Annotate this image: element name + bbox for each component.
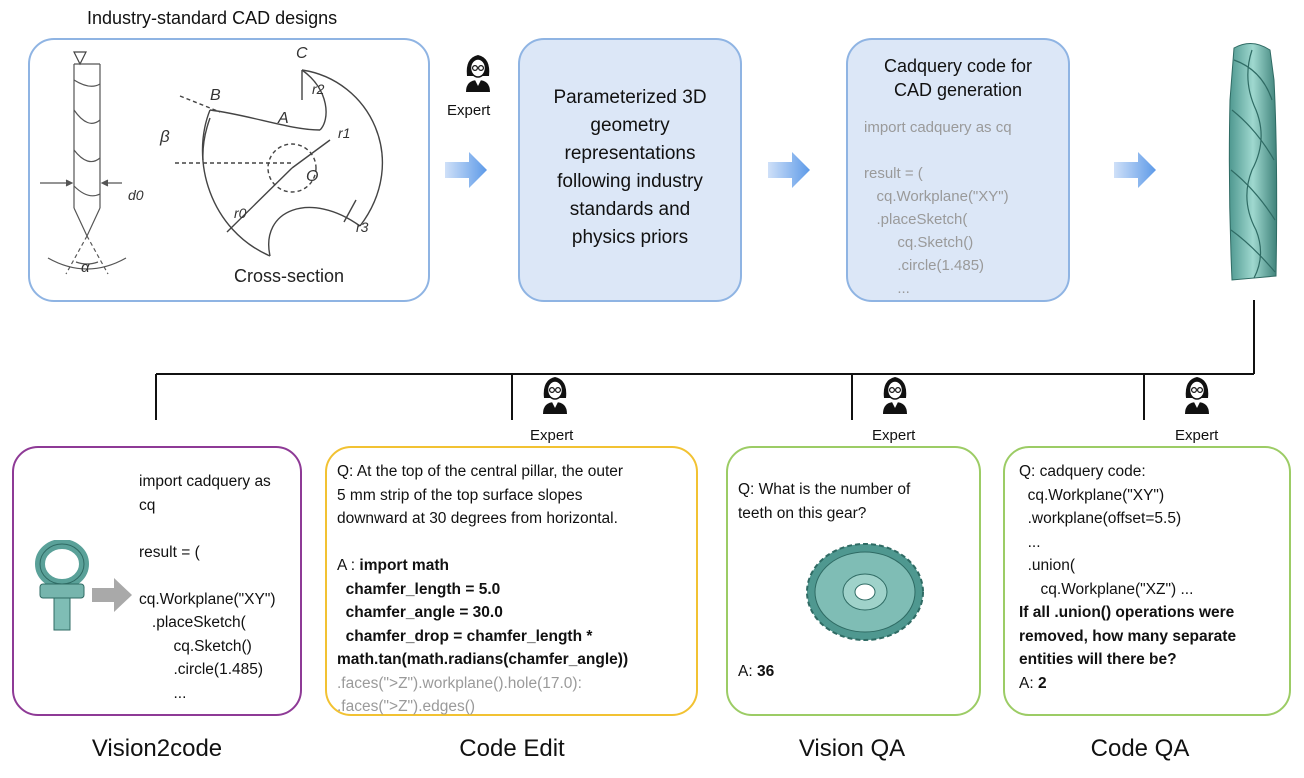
label-B: B	[210, 87, 221, 104]
code-line: .union(	[1019, 557, 1076, 574]
answer-line: chamfer_angle = 30.0	[337, 604, 503, 621]
cadquery-title: Cadquery code for	[883, 56, 1033, 76]
arrow-right-icon	[92, 578, 132, 612]
question-line: Q: What is the number of	[738, 481, 911, 498]
answer-value: 2	[1037, 674, 1047, 692]
code-line: import cadquery as cq	[864, 119, 1012, 136]
beta-label: β	[159, 127, 170, 146]
param-line: physics priors	[571, 227, 689, 248]
param-line: Parameterized 3D	[553, 87, 707, 108]
question-line: entities will there be?	[1019, 651, 1177, 668]
answer-prefix: A :	[337, 557, 360, 574]
expert-label-code-qa: Expert	[1175, 427, 1219, 444]
code-line: cq.Sketch()	[864, 234, 974, 251]
code-line: cq.Sketch()	[139, 637, 252, 655]
expert-icon	[883, 377, 907, 414]
code-line: .circle(1.485)	[139, 661, 264, 678]
question-line: teeth on this gear?	[738, 504, 867, 522]
code-line: import cadquery as	[139, 473, 271, 490]
drill-diagram: α d0 C B A O r2 r1 r0 r3 β Cross-section	[40, 45, 384, 286]
label-r1: r1	[338, 125, 350, 141]
code-line: ...	[139, 684, 187, 702]
label-r2: r2	[312, 81, 325, 97]
code-line: Q: cadquery code:	[1019, 463, 1146, 480]
answer-line: math.tan(math.radians(chamfer_angle))	[337, 651, 629, 668]
expert-figure-top	[456, 52, 500, 97]
code-line: ...	[1019, 533, 1041, 551]
title-code-qa: Code QA	[1090, 735, 1190, 762]
code-line: ...	[864, 280, 910, 297]
arrow-right-icon	[768, 152, 810, 188]
code-line: cq.Workplane("XZ") ...	[1019, 580, 1194, 598]
expert-label-vision-qa: Expert	[872, 427, 916, 444]
expert-label-code-edit: Expert	[530, 427, 574, 444]
expert-icon	[543, 377, 567, 414]
drill-model-image	[1228, 43, 1278, 281]
vision2code-box: import cadquery as cq result = ( cq.Work…	[12, 446, 302, 716]
arrow-right-icon	[445, 152, 487, 188]
code-line	[864, 139, 1012, 162]
param-line: following industry	[557, 171, 703, 192]
code-line: cq.Workplane("XY")	[139, 590, 276, 608]
answer-prefix: A:	[1019, 674, 1038, 692]
code-line: cq	[139, 496, 156, 514]
code-qa-box: Q: cadquery code: cq.Workplane("XY") .wo…	[1003, 446, 1291, 716]
param-line: representations	[564, 143, 696, 164]
vision-qa-box: Q: What is the number of teeth on this g…	[726, 446, 981, 716]
cross-section-label: Cross-section	[234, 266, 344, 286]
answer-prefix: A:	[738, 663, 757, 680]
title-vision-qa: Vision QA	[798, 735, 906, 762]
parameterized-box: Parameterized 3D geometry representation…	[518, 38, 742, 302]
label-C: C	[296, 45, 308, 62]
answer-line: chamfer_length = 5.0	[337, 580, 501, 598]
code-line: result = (	[864, 165, 923, 182]
code-edit-box: Q: At the top of the central pillar, the…	[325, 446, 698, 716]
answer-line: .faces(">Z").workplane().hole(17.0):	[337, 674, 582, 692]
cad-designs-title: Industry-standard CAD designs	[87, 8, 338, 28]
label-r3: r3	[356, 219, 369, 235]
expert-icon	[1185, 377, 1209, 414]
cad-design-box: α d0 C B A O r2 r1 r0 r3 β Cross-section	[28, 38, 430, 302]
code-line: .placeSketch(	[864, 211, 968, 228]
label-r0: r0	[234, 205, 247, 221]
code-line: .workplane(offset=5.5)	[1019, 510, 1182, 527]
eyebolt-model-image	[35, 540, 89, 631]
arrow-right-icon	[1114, 152, 1156, 188]
code-line: cq.Workplane("XY")	[1019, 486, 1165, 504]
answer-line: .faces(">Z").edges()	[337, 698, 476, 715]
code-line: result = (	[139, 543, 200, 561]
label-O: O	[306, 168, 318, 185]
question-line: removed, how many separate	[1019, 627, 1237, 645]
expert-figure-code-edit	[540, 374, 570, 419]
param-line: standards and	[569, 199, 691, 220]
question-line: downward at 30 degrees from horizontal.	[337, 510, 618, 527]
title-vision2code: Vision2code	[91, 735, 223, 762]
connector-lines	[155, 300, 1255, 420]
expert-icon	[466, 55, 490, 92]
question-line: Q: At the top of the central pillar, the…	[337, 463, 624, 480]
answer-line: chamfer_drop = chamfer_length *	[337, 627, 593, 645]
question-line: 5 mm strip of the top surface slopes	[337, 486, 583, 504]
code-line: cq.Workplane("XY")	[864, 188, 1009, 205]
answer-line: import math	[359, 557, 449, 574]
gear-model-image	[806, 543, 924, 641]
title-code-edit: Code Edit	[459, 735, 565, 762]
question-line: If all .union() operations were	[1019, 604, 1235, 621]
code-line: .circle(1.485)	[864, 257, 985, 274]
expert-figure-code-qa	[1182, 374, 1212, 419]
expert-label-top: Expert	[447, 102, 491, 119]
d0-label: d0	[128, 187, 144, 203]
label-A: A	[277, 110, 289, 127]
code-line: .placeSketch(	[139, 614, 246, 631]
code-line	[139, 517, 276, 541]
expert-figure-vision-qa	[880, 374, 910, 419]
alpha-label: α	[81, 259, 90, 276]
cadquery-title: CAD generation	[893, 80, 1023, 100]
code-line	[139, 564, 276, 588]
cadquery-code-box: Cadquery code for CAD generation import …	[846, 38, 1070, 302]
param-line: geometry	[590, 115, 670, 136]
answer-value: 36	[756, 663, 775, 680]
